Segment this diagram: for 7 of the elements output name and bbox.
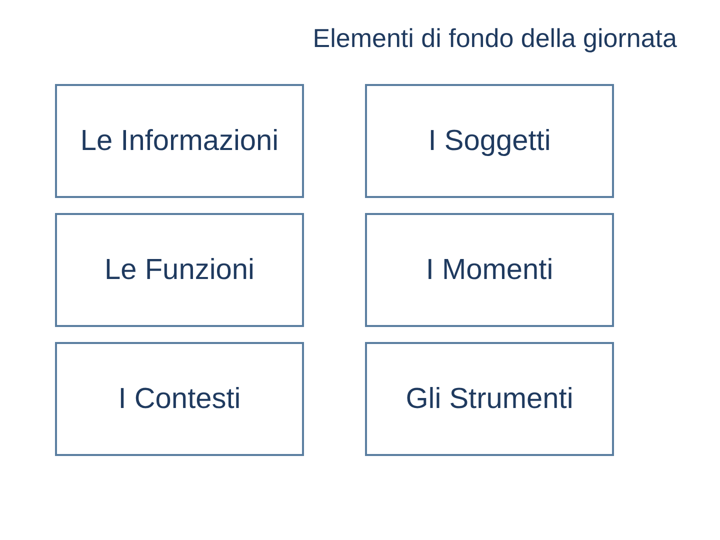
- text-box: I Soggetti: [365, 84, 614, 198]
- text-box: I Contesti: [55, 342, 304, 456]
- text-box: Le Informazioni: [55, 84, 304, 198]
- title: Elementi di fondo della giornata: [312, 22, 677, 54]
- text-box: I Momenti: [365, 213, 614, 327]
- text-box: Le Funzioni: [55, 213, 304, 327]
- text-box: Gli Strumenti: [365, 342, 614, 456]
